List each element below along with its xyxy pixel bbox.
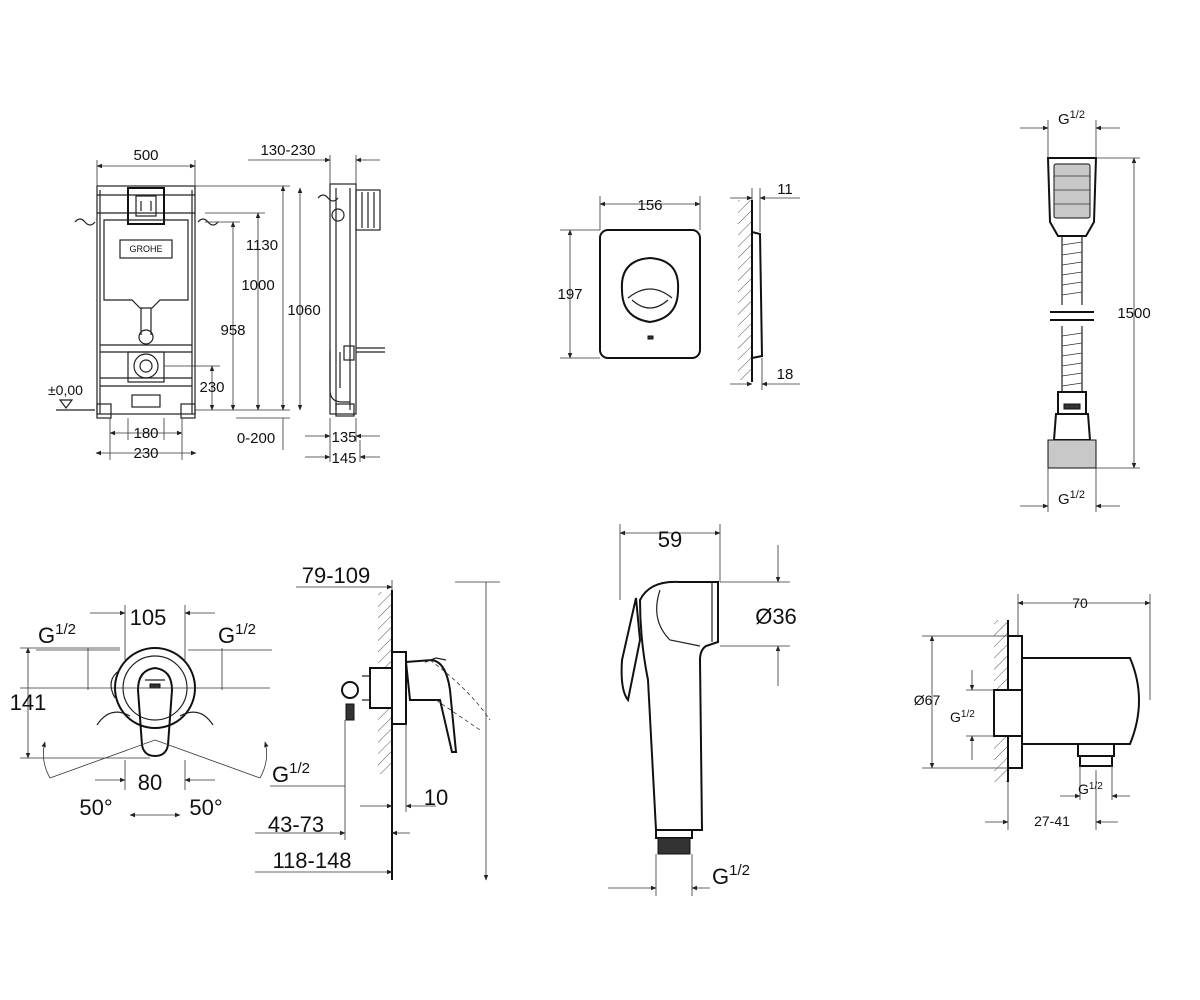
- dim-130-230: 130-230: [260, 142, 315, 159]
- hand-spray-thread: G1/2: [712, 862, 750, 889]
- mixer-front-dimensions: 105 G1/2 G1/2 141 80 50° 50°: [10, 605, 272, 820]
- installation-frame-side: [317, 183, 385, 417]
- dim-43-73: 43-73: [268, 812, 324, 837]
- dim-141: 141: [10, 690, 47, 715]
- dim-105: 105: [130, 605, 167, 630]
- hose-top-thread: G1/2: [1058, 109, 1085, 128]
- dim-1130: 1130: [246, 237, 278, 254]
- dim-11: 11: [777, 181, 793, 198]
- dim-230-bottom: 230: [133, 445, 158, 462]
- dim-dia-67: Ø67: [914, 692, 941, 708]
- dim-1500: 1500: [1117, 305, 1150, 322]
- dim-80: 80: [138, 770, 162, 795]
- mixer-side: [341, 590, 491, 880]
- dim-79-109: 79-109: [302, 563, 371, 588]
- brand-label: GROHE: [129, 244, 162, 254]
- angle-right-50: 50°: [189, 795, 222, 820]
- shower-hose-dimensions: G1/2 1500 G1/2: [1020, 109, 1151, 512]
- mixer-side-dimensions: 79-109 G1/2 10 43-73 118-148: [255, 563, 500, 881]
- flush-plate: [599, 200, 764, 382]
- dim-18: 18: [777, 366, 794, 383]
- mixer-left-thread: G1/2: [38, 621, 76, 648]
- side-view-dimensions: 130-230 0-200 135 145: [236, 142, 380, 467]
- dim-27-41: 27-41: [1034, 813, 1070, 829]
- flush-plate-dimensions: 156 197 11 18: [557, 181, 800, 390]
- mixer-front: [96, 647, 214, 758]
- hand-spray: [620, 580, 719, 855]
- dim-dia-36: Ø36: [755, 604, 797, 629]
- angle-left-50: 50°: [79, 795, 112, 820]
- dim-10: 10: [424, 785, 448, 810]
- dim-197: 197: [557, 286, 582, 303]
- dim-500: 500: [133, 147, 158, 164]
- mixer-side-thread: G1/2: [272, 760, 310, 787]
- dim-118-148: 118-148: [272, 848, 351, 873]
- frame-height-dimensions: 1130 1000 958 230 1060: [164, 185, 321, 411]
- shower-hose: [1046, 157, 1098, 469]
- dim-1000: 1000: [241, 277, 274, 294]
- frame-width-dimension: 500: [96, 147, 196, 186]
- dim-135: 135: [331, 429, 356, 446]
- dim-156: 156: [637, 197, 662, 214]
- dim-0-200: 0-200: [237, 430, 275, 447]
- dim-958: 958: [220, 322, 245, 339]
- elbow-outlet-thread: G1/2: [1078, 781, 1103, 797]
- hose-bottom-thread: G1/2: [1058, 489, 1085, 508]
- wall-elbow: [993, 620, 1140, 782]
- dim-230-height: 230: [199, 379, 224, 396]
- zero-level-label: ±0,00: [48, 382, 83, 398]
- dim-70: 70: [1072, 595, 1088, 611]
- wall-elbow-dimensions: 70 Ø67 G1/2 G1/2 27-41: [914, 594, 1151, 830]
- dim-1060: 1060: [287, 302, 320, 319]
- mixer-right-thread: G1/2: [218, 621, 256, 648]
- dim-180: 180: [133, 425, 158, 442]
- hand-spray-dimensions: 59 Ø36 G1/2: [608, 524, 797, 896]
- frame-bottom-dimensions: 180 230: [95, 418, 197, 462]
- installation-frame-front: GROHE ±0,00: [48, 185, 219, 419]
- dim-145: 145: [331, 450, 356, 467]
- elbow-inlet-thread: G1/2: [950, 709, 975, 725]
- dim-59: 59: [658, 527, 682, 552]
